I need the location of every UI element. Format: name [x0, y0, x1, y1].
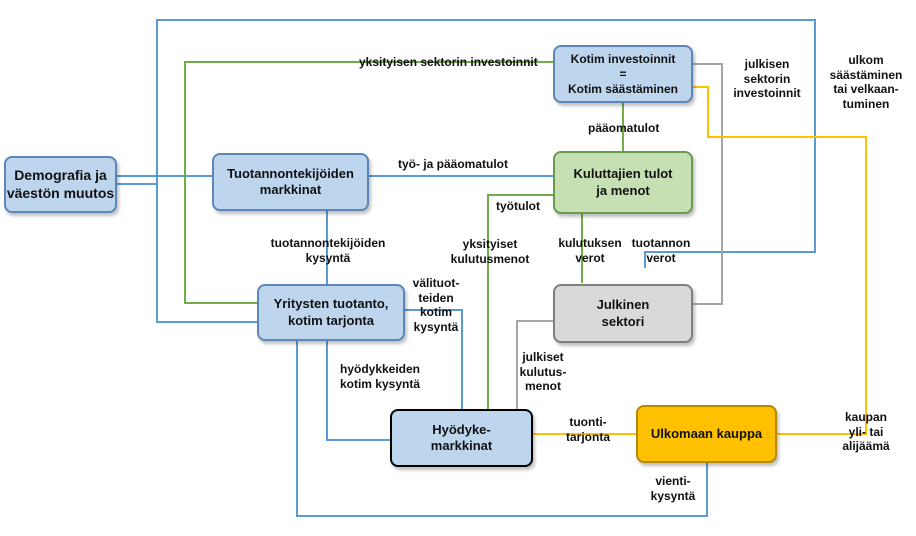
label-yksityiset-kulutusmenot: yksityiset kulutusmenot	[450, 237, 530, 266]
label-tuotannontekijoiden-kysynta: tuotannontekijöiden kysyntä	[270, 236, 386, 265]
label-vientikysynta: vienti- kysyntä	[650, 474, 696, 503]
julkinen-sektori-box: Julkinen sektori	[553, 284, 693, 343]
label-kulutuksen-verot: kulutuksen verot	[558, 236, 622, 265]
kuluttajien-tulot-box: Kuluttajien tulot ja menot	[553, 151, 693, 214]
label-paaomatulot: pääomatulot	[588, 121, 660, 135]
demografia-box: Demografia ja väestön muutos	[4, 156, 117, 213]
label-hyodykkeiden-kysynta: hyödykkeiden kotim kysyntä	[339, 362, 421, 391]
line-vientikysynta-loop	[296, 341, 708, 517]
label-tyotulot: työtulot	[496, 199, 540, 213]
line-julkiset-kulutusmenot	[516, 320, 553, 409]
line-saastaminen-ulkom	[693, 86, 867, 435]
hyodykemarkkinat-box: Hyödyke- markkinat	[390, 409, 533, 467]
yritysten-tuotanto-box: Yritysten tuotanto, kotim tarjonta	[257, 284, 405, 341]
line-julkiset-investoinnit	[693, 63, 723, 305]
line-yritykset-valituotteet	[405, 309, 463, 409]
label-valituotteiden-kysynta: välituot- teiden kotim kysyntä	[412, 276, 460, 334]
label-tyo-ja-paaomatulot: työ- ja pääomatulot	[398, 157, 509, 171]
line-yritykset-hyodyke	[326, 341, 390, 441]
line-investoinnit-yritykset	[184, 61, 553, 304]
label-tuontitarjonta: tuonti- tarjonta	[565, 415, 610, 444]
label-kaupan-ylijaama: kaupan yli- tai alijäämä	[842, 410, 890, 454]
line-yritykset-outer-left	[156, 184, 257, 323]
label-ulkom-saastaminen: ulkom säästäminen tai velkaan- tuminen	[829, 53, 903, 111]
ulkomaan-kauppa-box: Ulkomaan kauppa	[636, 405, 777, 463]
label-tuotannon-verot: tuotannon verot	[631, 236, 691, 265]
label-julkiset-kulutusmenot: julkiset kulutus- menot	[519, 350, 567, 394]
label-julkisen-investoinnit: julkisen sektorin investoinnit	[733, 57, 801, 101]
label-yksityisen-investoinnit: yksityisen sektorin investoinnit	[359, 55, 538, 69]
tuotannontekijoiden-markkinat-box: Tuotannontekijöiden markkinat	[212, 153, 369, 211]
kotim-investoinnit-box: Kotim investoinnit = Kotim säästäminen	[553, 45, 693, 103]
